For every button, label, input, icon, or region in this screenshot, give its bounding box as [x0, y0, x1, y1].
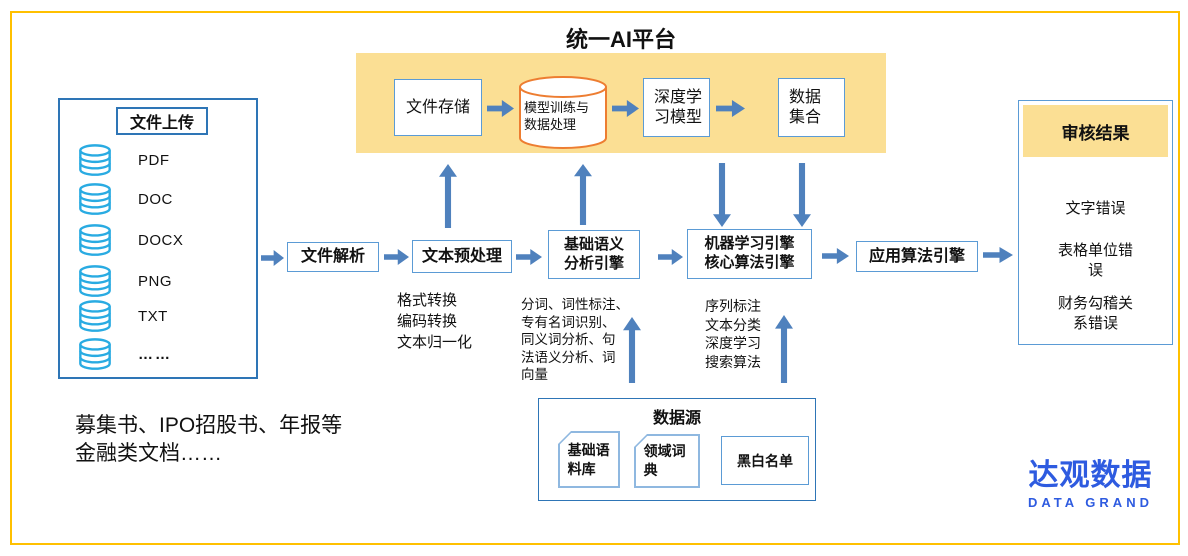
blacklist-box: 黑白名单 — [721, 436, 809, 485]
file-type-row: DOCX — [76, 223, 184, 256]
logo-cn-text: 达观数据 — [1028, 459, 1153, 492]
dictionary-label: 领域词 典 — [635, 435, 699, 487]
audit-item: 财务勾稽关 系错误 — [1057, 295, 1133, 332]
audit-results-title: 审核结果 — [1023, 105, 1168, 157]
file-type-label: PNG — [138, 272, 173, 290]
dictionary-box: 领域词 典 — [634, 434, 700, 488]
data-source-panel: 数据源 基础语 料库 领域词 典 黑白名单 — [538, 398, 816, 501]
logo-en-text: DATA GRAND — [1028, 495, 1153, 510]
file-type-row: …… — [76, 337, 172, 370]
document-types-note: 募集书、IPO招股书、年报等 金融类文档…… — [75, 414, 343, 465]
corpus-box: 基础语 料库 — [558, 431, 620, 488]
applied-engine-box: 应用算法引擎 — [856, 241, 978, 272]
file-type-row: PDF — [76, 143, 170, 176]
database-icon — [79, 299, 111, 332]
model-training-cylinder: 模型训练与 数据处理 — [518, 75, 608, 151]
database-cylinder-icon — [519, 76, 607, 149]
file-upload-title: 文件上传 — [116, 107, 208, 135]
audit-item: 表格单位错 误 — [1057, 242, 1133, 279]
outer-gold-border — [10, 11, 1180, 545]
file-type-label: PDF — [138, 151, 170, 169]
ml-engine-box: 机器学习引擎 核心算法引擎 — [687, 229, 812, 279]
database-icon — [79, 337, 111, 370]
data-collection-box: 数据 集合 — [778, 78, 845, 137]
database-icon — [79, 264, 111, 297]
semantic-engine-box: 基础语义 分析引擎 — [548, 230, 640, 279]
file-type-label: DOCX — [138, 231, 184, 249]
datagrand-logo: 达观数据 DATA GRAND — [1018, 458, 1163, 510]
file-type-label: DOC — [138, 190, 173, 208]
file-parsing-box: 文件解析 — [287, 242, 379, 272]
text-preprocessing-box: 文本预处理 — [412, 240, 512, 273]
audit-results-panel: 审核结果 文字错误 表格单位错 误 财务勾稽关 系错误 — [1018, 100, 1173, 345]
file-type-row: PNG — [76, 264, 173, 297]
audit-item: 文字错误 — [1065, 200, 1126, 217]
file-type-row: DOC — [76, 182, 173, 215]
file-upload-panel: 文件上传 PDF DOC DOCX — [58, 98, 258, 379]
corpus-label: 基础语 料库 — [559, 432, 619, 487]
semantic-note: 分词、词性标注、 专有名词识别、 同义词分析、句 法语义分析、词 向量 — [521, 297, 629, 382]
database-icon — [79, 182, 111, 215]
ml-note: 序列标注 文本分类 深度学习 搜索算法 — [705, 298, 761, 370]
database-icon — [79, 223, 111, 256]
file-type-label: TXT — [138, 307, 168, 325]
database-icon — [79, 143, 111, 176]
model-training-label: 模型训练与 数据处理 — [524, 100, 590, 132]
file-type-label: …… — [138, 345, 172, 363]
file-storage-box: 文件存储 — [394, 79, 482, 136]
preprocessing-note: 格式转换 编码转换 文本归一化 — [397, 292, 473, 351]
deep-learning-model-box: 深度学 习模型 — [643, 78, 710, 137]
diagram-title: 统一AI平台 — [565, 27, 676, 52]
data-source-title: 数据源 — [652, 410, 701, 427]
file-type-row: TXT — [76, 299, 168, 332]
